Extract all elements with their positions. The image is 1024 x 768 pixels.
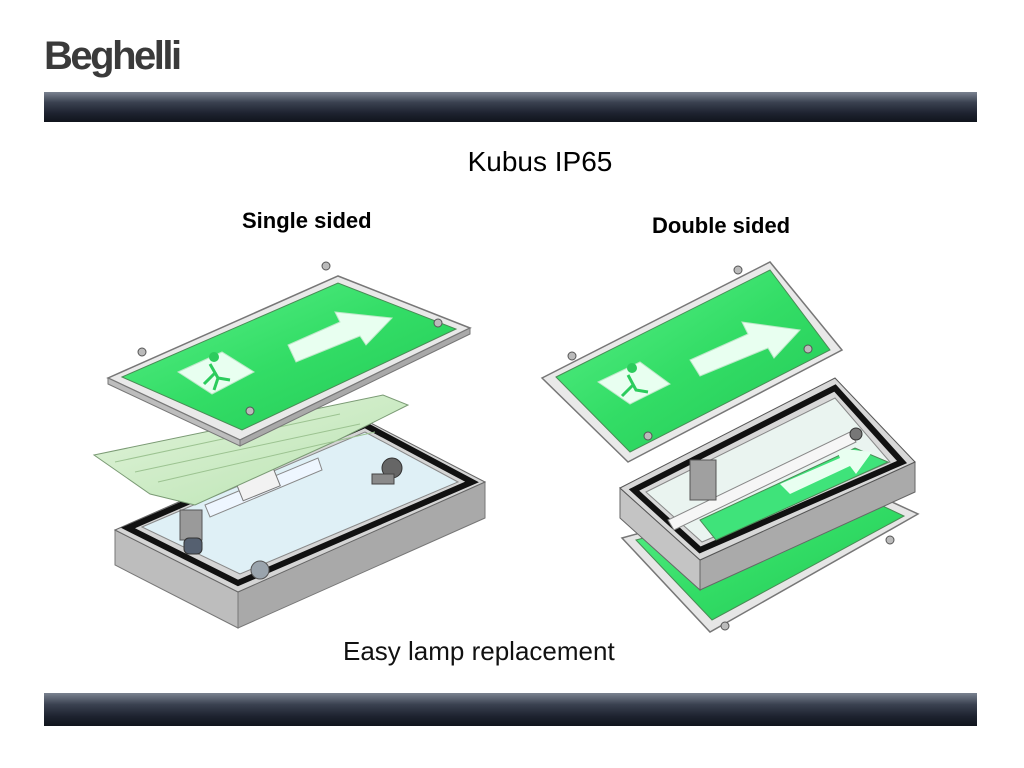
footer-bar: [44, 693, 977, 726]
single-sided-sign-panel: [106, 261, 472, 447]
single-sided-label: Single sided: [242, 208, 372, 233]
single-sided-housing: [113, 419, 487, 629]
double-sided-top-sign-panel: [540, 261, 844, 463]
double-sided-frame: [619, 377, 916, 592]
easy-lamp-replacement-caption: Easy lamp replacement: [343, 636, 615, 666]
slide-title: Kubus IP65: [467, 146, 613, 177]
beghelli-logo: Beghelli: [44, 34, 182, 78]
double-sided-label: Double sided: [652, 213, 791, 238]
header-bar: [44, 92, 977, 122]
